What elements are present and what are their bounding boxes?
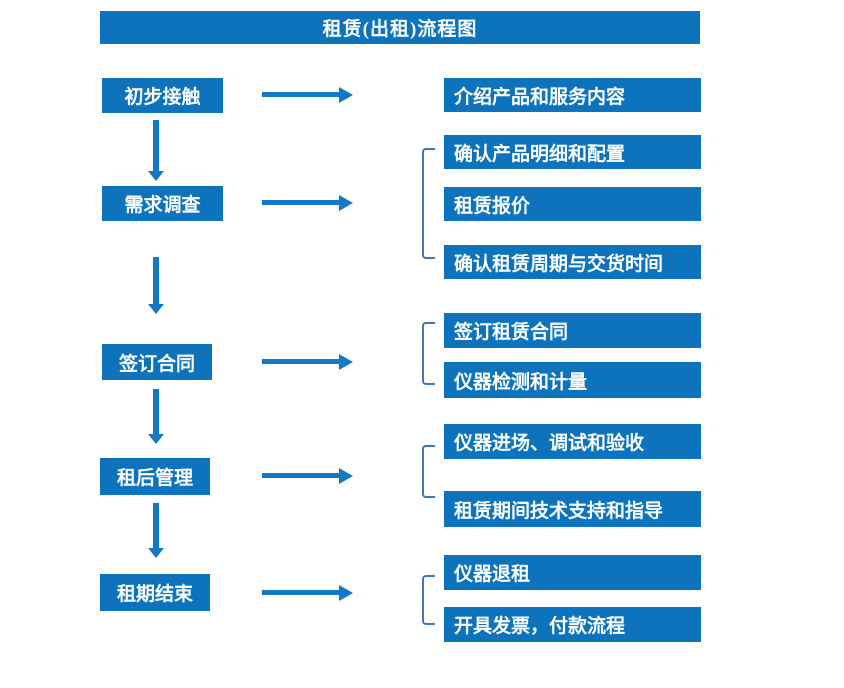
arrow-head-icon: [339, 468, 353, 484]
right-arrow: [262, 87, 353, 103]
detail-box-rental-quote: 租赁报价: [444, 187, 701, 221]
group-bracket: [422, 445, 435, 498]
arrow-stem: [153, 120, 159, 171]
stage-box-sign-contract: 签订合同: [102, 344, 212, 380]
right-arrow: [262, 195, 353, 211]
arrow-head-icon: [339, 87, 353, 103]
right-arrow: [262, 354, 353, 370]
arrow-stem: [262, 92, 340, 97]
arrow-head-icon: [148, 548, 164, 558]
detail-box-sign-rental-contract: 签订租赁合同: [444, 313, 701, 348]
arrow-stem: [262, 359, 340, 364]
arrow-head-icon: [148, 171, 164, 181]
arrow-stem: [262, 590, 340, 595]
right-arrow: [262, 468, 353, 484]
arrow-head-icon: [339, 585, 353, 601]
detail-box-instrument-entry: 仪器进场、调试和验收: [444, 424, 701, 459]
down-arrow: [148, 503, 164, 558]
arrow-stem: [153, 257, 159, 304]
arrow-stem: [153, 503, 159, 548]
detail-box-instrument-return: 仪器退租: [444, 555, 701, 590]
group-bracket: [422, 575, 435, 625]
flowchart-title: 租赁(出租)流程图: [100, 11, 700, 44]
stage-box-initial-contact: 初步接触: [102, 78, 223, 113]
down-arrow: [148, 257, 164, 314]
detail-box-instrument-inspection: 仪器检测和计量: [444, 362, 701, 398]
detail-box-invoice-payment: 开具发票，付款流程: [444, 607, 701, 642]
detail-box-introduce-products: 介绍产品和服务内容: [444, 78, 701, 112]
group-bracket: [422, 148, 435, 259]
detail-box-technical-support: 租赁期间技术支持和指导: [444, 491, 701, 527]
down-arrow: [148, 120, 164, 181]
arrow-stem: [262, 473, 340, 478]
right-arrow: [262, 585, 353, 601]
arrow-stem: [153, 389, 159, 434]
stage-box-demand-survey: 需求调查: [102, 186, 223, 221]
detail-box-confirm-product-details: 确认产品明细和配置: [444, 135, 701, 169]
arrow-stem: [262, 200, 340, 205]
stage-box-rental-end: 租期结束: [100, 574, 210, 611]
down-arrow: [148, 389, 164, 444]
detail-box-confirm-rental-period: 确认租赁周期与交货时间: [444, 245, 701, 279]
group-bracket: [422, 322, 435, 385]
arrow-head-icon: [148, 434, 164, 444]
arrow-head-icon: [148, 304, 164, 314]
arrow-head-icon: [339, 354, 353, 370]
stage-box-post-rental-management: 租后管理: [100, 458, 210, 495]
arrow-head-icon: [339, 195, 353, 211]
